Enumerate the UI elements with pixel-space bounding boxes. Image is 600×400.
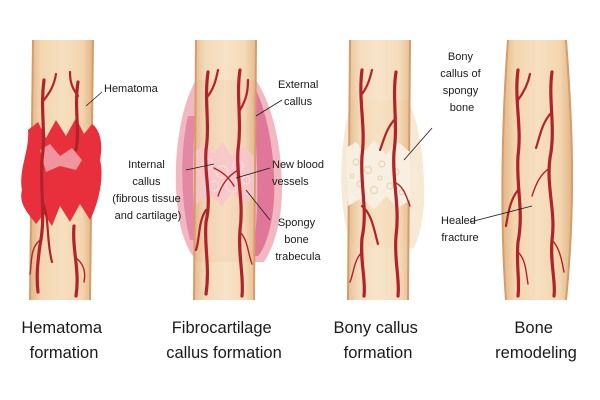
caption-bone-remodeling: Bone remodeling <box>495 319 577 362</box>
stage-captions: Hematoma formation Fibrocartilage callus… <box>21 319 576 362</box>
annotation-labels: Hematoma Internal callus (fibrous tissue… <box>104 51 483 263</box>
stage-bony-callus <box>341 39 425 301</box>
caption-bony-callus-formation: Bony callus formation <box>334 319 423 362</box>
label-internal-callus: Internal callus (fibrous tissue and cart… <box>112 159 184 222</box>
stage-hematoma-formation <box>21 39 102 301</box>
spongy-bone <box>346 140 410 210</box>
label-bony-callus-spongy-bone: Bony callus of spongy bone <box>440 51 483 114</box>
label-external-callus: External callus <box>278 79 321 108</box>
stage-fibrocartilage-callus <box>175 39 282 301</box>
stage-bone-remodeling <box>501 39 574 301</box>
label-hematoma: Hematoma <box>104 83 159 95</box>
label-healed-fracture: Healed fracture <box>441 215 479 244</box>
blood-vessels <box>504 68 565 298</box>
caption-fibrocartilage-callus-formation: Fibrocartilage callus formation <box>166 319 282 362</box>
blood-vessels <box>349 68 411 298</box>
caption-hematoma-formation: Hematoma formation <box>21 319 106 362</box>
leader-lines <box>85 91 533 223</box>
blood-vessels <box>194 68 253 298</box>
label-new-blood-vessels: New blood vessels <box>272 159 327 188</box>
label-spongy-bone-trabecula: Spongy bone trabecula <box>275 217 321 263</box>
blood-vessels <box>29 70 86 298</box>
